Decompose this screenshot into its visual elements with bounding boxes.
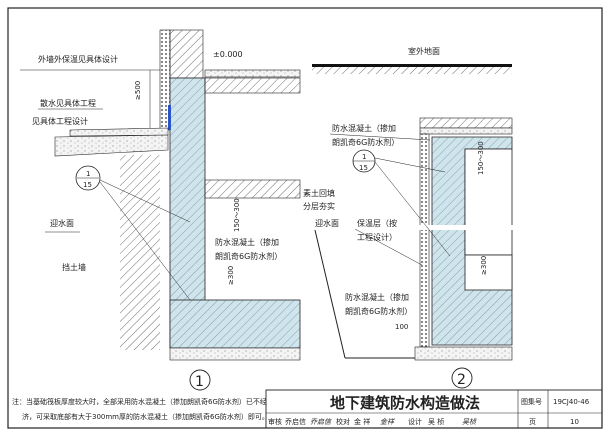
dim-300: ≥300	[227, 266, 235, 285]
page-number: 10	[570, 418, 579, 426]
insulation-label-2: 工程设计）	[357, 232, 397, 242]
insulation-label: 外墙外保温见具体设计	[38, 54, 118, 64]
note-line-2: 济，可采取底部有大于300mm厚的防水混凝土（掺加朗凯奇6G防水剂）即可。	[22, 412, 269, 421]
water-face-label: 迎水面	[315, 218, 339, 228]
wp-bottom-label-2: 朗凯奇6G防水剂）	[345, 306, 412, 316]
retaining-wall-label: 挡土墙	[62, 262, 86, 272]
ground-line	[312, 67, 512, 74]
apron-slab	[54, 134, 169, 157]
ref-num: 1	[86, 170, 90, 178]
review-label: 审核	[268, 417, 282, 426]
checker-name: 金 祥	[354, 417, 370, 426]
dim-100: 100	[395, 323, 408, 331]
sheet-frame	[7, 7, 603, 429]
check-label: 校对	[336, 417, 350, 426]
design-label: 设计	[408, 417, 422, 426]
wp-concrete-label-1: 防水混凝土（掺加	[215, 237, 279, 247]
ref-num: 1	[362, 153, 366, 161]
wp-top-label-2: 朗凯奇6G防水剂）	[332, 137, 399, 147]
page-label: 页	[529, 418, 536, 426]
insulation-label-1: 保温层（按	[357, 218, 397, 228]
dim-500: ≥500	[134, 81, 142, 100]
retaining-soil	[120, 155, 160, 350]
wp-concrete-label-2: 朗凯奇6G防水剂）	[215, 251, 282, 261]
atlas-label: 图集号	[521, 397, 542, 406]
water-face-label: 迎水面	[50, 218, 74, 228]
detail-2: 室外地面 防水混凝土（掺加 朗凯奇6G防水剂） 1 15 150～300 素土回…	[303, 46, 515, 389]
apron-label: 散水见具体工程	[40, 98, 96, 108]
designer-signature: 吴桢	[462, 418, 477, 426]
reviewer-name: 乔启信	[285, 417, 306, 426]
design-label: 见具体工程设计	[32, 116, 88, 126]
elevation-label: ±0.000	[213, 50, 243, 59]
reviewer-signature: 乔启信	[310, 418, 332, 426]
drawing-title: 地下建筑防水构造做法	[330, 394, 480, 412]
atlas-number: 19CJ40-46	[553, 398, 590, 406]
dim-300: ≥300	[480, 256, 488, 275]
ground-label: 室外地面	[408, 46, 440, 56]
checker-signature: 金祥	[380, 418, 395, 426]
backfill-label-2: 分层夯实	[303, 201, 335, 211]
detail-1: 外墙外保温见具体设计 ±0.000 ≥500 散水见具体工程 见具体工程设计 1…	[20, 29, 301, 391]
dim-150-300: 150～300	[233, 198, 241, 232]
backfill-label-1: 素土回填	[303, 188, 335, 198]
dim-150-300: 150～300	[477, 141, 485, 175]
ref-den: 15	[359, 164, 368, 172]
designer-name: 吴 桢	[428, 417, 444, 426]
wp-top-label-1: 防水混凝土（掺加	[332, 123, 396, 133]
title-block: 地下建筑防水构造做法 图集号 19CJ40-46 审核 乔启信 乔启信 校对 金…	[265, 389, 603, 429]
insulation-layer	[419, 133, 430, 348]
note-line-1: 注：当基础筏板厚度较大时，全部采用防水混凝土（掺加朗凯奇6G防水剂）已不经	[12, 397, 267, 406]
detail-number-2: 2	[457, 372, 466, 388]
ref-den: 15	[83, 181, 92, 189]
wp-bottom-label-1: 防水混凝土（掺加	[345, 292, 409, 302]
detail-number-1: 1	[195, 374, 204, 390]
